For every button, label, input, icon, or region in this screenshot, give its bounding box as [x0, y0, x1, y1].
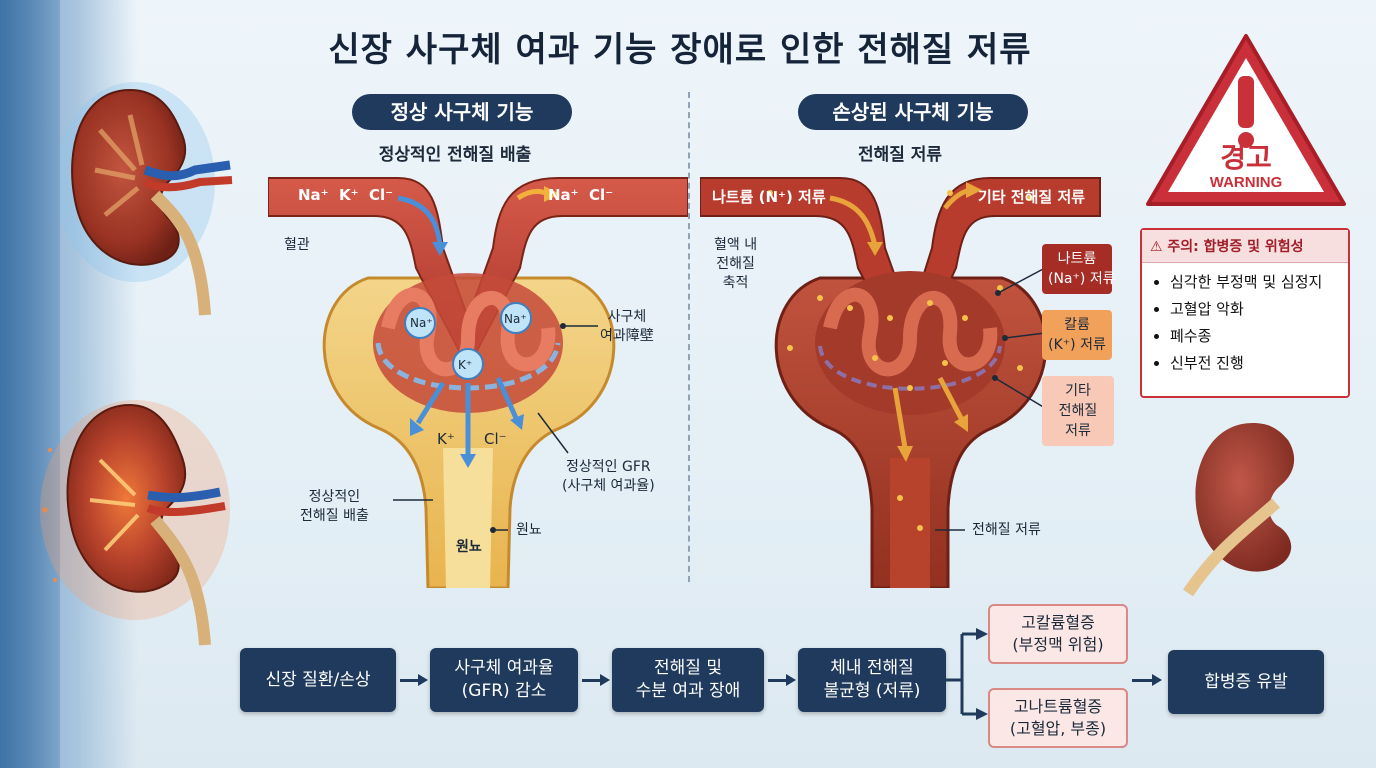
normal-ion-k: K⁺ [458, 358, 473, 372]
damaged-vessel-outflow-label: 기타 전해질 저류 [978, 188, 1086, 206]
flow-arrow [768, 674, 796, 686]
flow-outcome-hyperkalemia: 고칼륨혈증 (부정맥 위험) [988, 604, 1128, 664]
normal-urine-center-label: 원뇨 [456, 539, 482, 555]
complications-warning-title: ⚠ 주의: 합병증 및 위험성 [1142, 230, 1348, 263]
normal-urine-label: 원뇨 [516, 522, 542, 538]
normal-ion-na-1: Na⁺ [410, 316, 433, 330]
healthy-kidney-illustration [60, 82, 233, 316]
complication-item: 신부전 진행 [1170, 350, 1348, 377]
flow-arrow [400, 674, 428, 686]
flow-step-gfr-decrease: 사구체 여과율 (GFR) 감소 [430, 648, 578, 712]
complications-warning-box: ⚠ 주의: 합병증 및 위험성 심각한 부정맥 및 심정지 고혈압 악화 폐수종… [1140, 228, 1350, 398]
normal-gfr-label: 정상적인 GFR (사구체 여과율) [562, 459, 655, 494]
warning-sign-subtext: WARNING [1209, 174, 1283, 191]
kidney-illustration-right [1183, 423, 1295, 597]
flow-step-kidney-disease: 신장 질환/손상 [240, 648, 396, 712]
flow-arrow [1132, 674, 1162, 686]
sodium-retention-tag: 나트륨 (Na⁺) 저류 [1042, 244, 1116, 294]
complication-item: 심각한 부정맥 및 심정지 [1170, 269, 1348, 296]
complication-item: 고혈압 악화 [1170, 296, 1348, 323]
left-background-band-dark [0, 0, 60, 768]
complication-item: 폐수종 [1170, 323, 1348, 350]
normal-glomerulus-diagram [268, 177, 688, 588]
flow-step-electrolyte-imbalance: 체내 전해질 불균형 (저류) [798, 648, 946, 712]
warning-sign-text: 경고 [1220, 141, 1272, 174]
damaged-blood-accumulation-label: 혈액 내 전해질 축적 [714, 237, 758, 291]
normal-vessel-label: 혈관 [284, 237, 310, 253]
page-title: 신장 사구체 여과 기능 장애로 인한 전해질 저류 [328, 30, 1032, 70]
damaged-retention-label: 전해질 저류 [972, 522, 1041, 538]
normal-excretion-label: 정상적인 전해질 배출 [300, 489, 369, 524]
normal-filtered-ion-k: K⁺ [437, 430, 455, 448]
flow-branch-connector [946, 628, 988, 720]
damaged-kidney-illustration [40, 400, 230, 646]
normal-function-heading: 정상 사구체 기능 [352, 94, 572, 130]
flow-step-filtration-impairment: 전해질 및 수분 여과 장애 [612, 648, 764, 712]
damaged-glomerulus-diagram [700, 177, 1101, 588]
normal-barrier-label: 사구체 여과障壁 [600, 309, 654, 344]
potassium-retention-tag: 칼륨 (K⁺) 저류 [1042, 310, 1112, 360]
normal-vessel-inflow-ions: Na⁺ K⁺ Cl⁻ [298, 186, 394, 204]
flow-final-complications: 합병증 유발 [1168, 650, 1324, 714]
normal-function-subheading: 정상적인 전해질 배출 [378, 145, 532, 165]
warning-triangle-icon [1146, 34, 1346, 206]
complications-list: 심각한 부정맥 및 심정지 고혈압 악화 폐수종 신부전 진행 [1142, 269, 1348, 377]
damaged-function-subheading: 전해질 저류 [857, 145, 943, 165]
damaged-vessel-inflow-label: 나트륨 (N⁺) 저류 [712, 188, 826, 206]
damaged-function-heading: 손상된 사구체 기능 [798, 94, 1028, 130]
normal-vessel-outflow-ions: Na⁺ Cl⁻ [548, 186, 614, 204]
flow-outcome-hypernatremia: 고나트륨혈증 (고혈압, 부종) [988, 688, 1128, 748]
other-retention-tag: 기타 전해질 저류 [1042, 376, 1114, 446]
section-divider [688, 92, 690, 582]
normal-ion-na-2: Na⁺ [504, 312, 527, 326]
normal-filtered-ion-cl: Cl⁻ [484, 430, 507, 448]
flow-arrow [582, 674, 610, 686]
